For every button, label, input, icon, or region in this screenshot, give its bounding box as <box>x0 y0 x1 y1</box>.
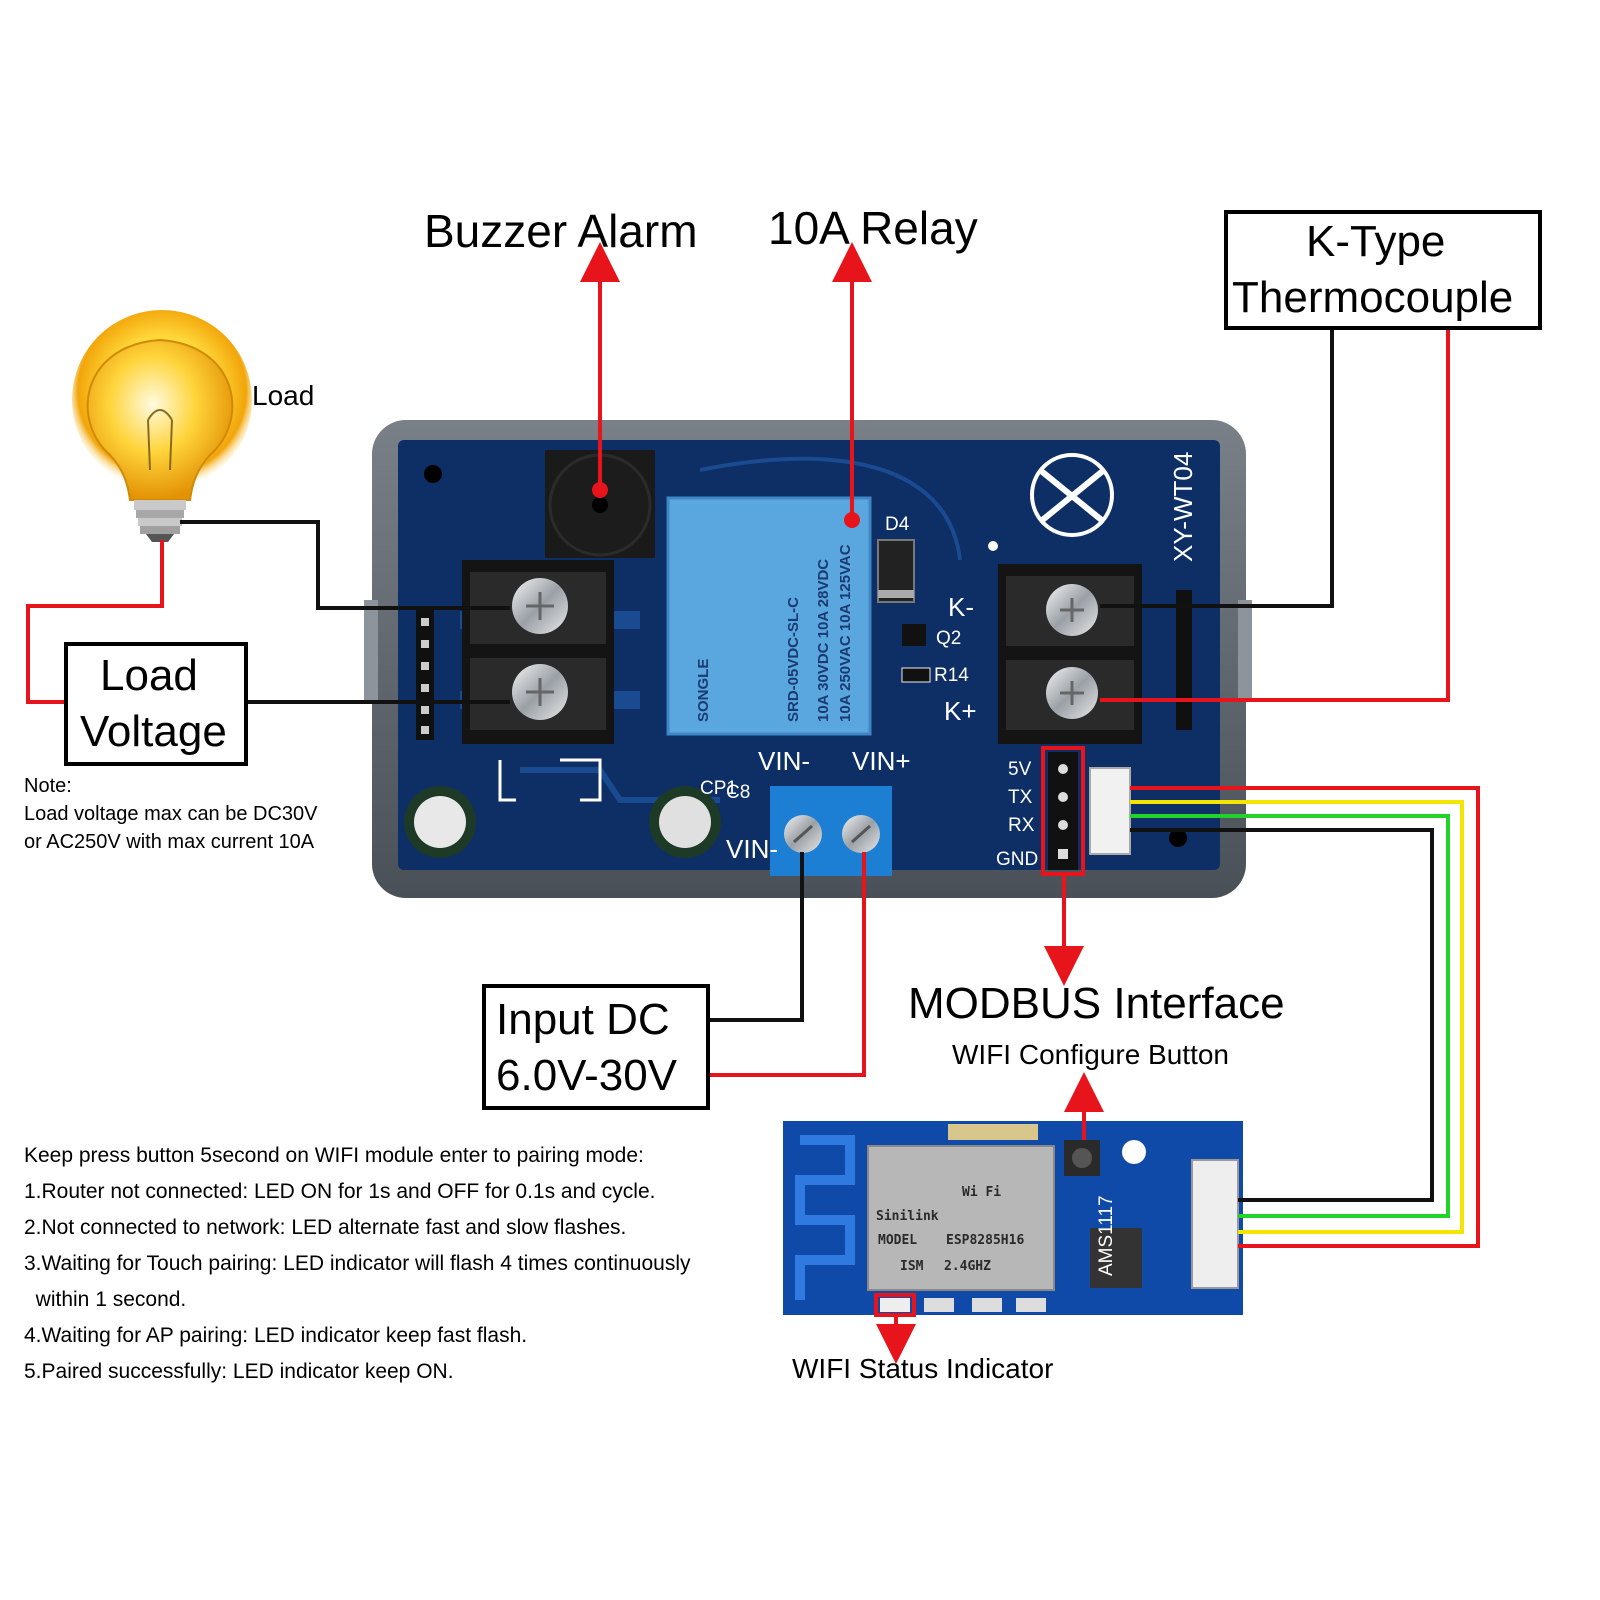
wifi-model-label: MODEL <box>878 1233 917 1248</box>
controller-board: SONGLE SRD-05VDC-SL-C 10A 30VDC 10A 28VD… <box>364 420 1252 898</box>
wifi-logo-text: Wi Fi <box>962 1185 1001 1200</box>
capacitor-right <box>649 786 721 858</box>
capacitor-left <box>404 786 476 858</box>
relay-model: SRD-05VDC-SL-C <box>785 597 802 722</box>
input-dc-label-box: Input DC 6.0V-30V <box>482 984 710 1110</box>
label-thermo-line1: K-Type <box>1306 217 1445 266</box>
instruction-item-3: 3.Waiting for Touch pairing: LED indicat… <box>24 1252 691 1275</box>
input-terminal <box>770 786 892 876</box>
pin-tx: TX <box>1008 787 1033 808</box>
label-relay: 10A Relay <box>768 202 978 254</box>
pin-5v: 5V <box>1008 759 1032 780</box>
label-wifi-status: WIFI Status Indicator <box>792 1353 1053 1384</box>
label-q2: Q2 <box>936 628 961 649</box>
label-cp1: CP1 <box>700 778 737 799</box>
instruction-item-4: 4.Waiting for AP pairing: LED indicator … <box>24 1324 527 1347</box>
thermocouple-terminal <box>998 564 1142 744</box>
pairing-instructions: Keep press button 5second on WIFI module… <box>24 1144 691 1383</box>
instruction-item-3-cont: within 1 second. <box>24 1288 186 1311</box>
instruction-item-1: 1.Router not connected: LED ON for 1s an… <box>24 1180 655 1203</box>
load-terminal <box>462 560 614 744</box>
status-led-highlight <box>874 1293 916 1317</box>
label-d4: D4 <box>885 514 910 535</box>
note-title: Note: <box>24 775 72 797</box>
instruction-item-5: 5.Paired successfully: LED indicator kee… <box>24 1360 454 1383</box>
load-voltage-label-box: Load Voltage <box>64 642 248 766</box>
relay-rating-1: 10A 30VDC 10A 28VDC <box>815 559 832 722</box>
wifi-module: Sinilink Wi Fi MODEL ESP8285H16 ISM 2.4G… <box>783 1121 1243 1317</box>
label-buzzer-alarm: Buzzer Alarm <box>424 205 698 257</box>
label-vin-small: VIN- <box>726 834 778 864</box>
wifi-configure-button[interactable] <box>1064 1140 1100 1176</box>
note-line2: or AC250V with max current 10A <box>24 831 315 853</box>
label-k-plus: K+ <box>944 696 977 726</box>
label-modbus: MODBUS Interface <box>908 979 1285 1028</box>
brand-logo-icon <box>1030 453 1114 537</box>
label-vin-minus: VIN- <box>758 746 810 776</box>
relay-component: SONGLE SRD-05VDC-SL-C 10A 30VDC 10A 28VD… <box>666 496 872 736</box>
instructions-intro: Keep press button 5second on WIFI module… <box>24 1144 644 1167</box>
wires <box>26 328 1480 1248</box>
label-load: Load <box>252 380 314 411</box>
antenna-trace <box>795 1135 855 1300</box>
pin-rx: RX <box>1008 815 1035 836</box>
wifi-frequency: 2.4GHZ <box>944 1259 991 1274</box>
label-load-voltage-line1: Load <box>100 651 198 700</box>
pin-gnd: GND <box>996 849 1038 870</box>
wifi-ism-label: ISM <box>900 1259 924 1274</box>
label-input-line1: Input DC <box>496 995 670 1044</box>
label-c8: C8 <box>726 782 750 803</box>
label-load-voltage-line2: Voltage <box>80 707 227 756</box>
label-vin-plus: VIN+ <box>852 746 911 776</box>
label-input-line2: 6.0V-30V <box>496 1051 678 1100</box>
light-bulb-icon <box>72 310 252 542</box>
label-wifi-configure: WIFI Configure Button <box>952 1039 1229 1070</box>
arrows <box>580 242 1104 1364</box>
relay-rating-2: 10A 250VAC 10A 125VAC <box>837 544 854 722</box>
wifi-brand: Sinilink <box>876 1209 939 1224</box>
regulator-label: AMS1117 <box>1096 1195 1117 1276</box>
modbus-highlight-box <box>1041 746 1085 876</box>
note-line1: Load voltage max can be DC30V <box>24 803 318 825</box>
label-r14: R14 <box>934 665 969 686</box>
board-model: XY-WT04 <box>1168 452 1198 562</box>
wifi-model: ESP8285H16 <box>946 1233 1024 1248</box>
label-k-minus: K- <box>948 592 974 622</box>
relay-brand: SONGLE <box>695 659 712 722</box>
instruction-item-2: 2.Not connected to network: LED alternat… <box>24 1216 626 1239</box>
thermocouple-label-box: K-Type Thermocouple <box>1224 210 1542 330</box>
label-thermo-line2: Thermocouple <box>1232 273 1513 322</box>
